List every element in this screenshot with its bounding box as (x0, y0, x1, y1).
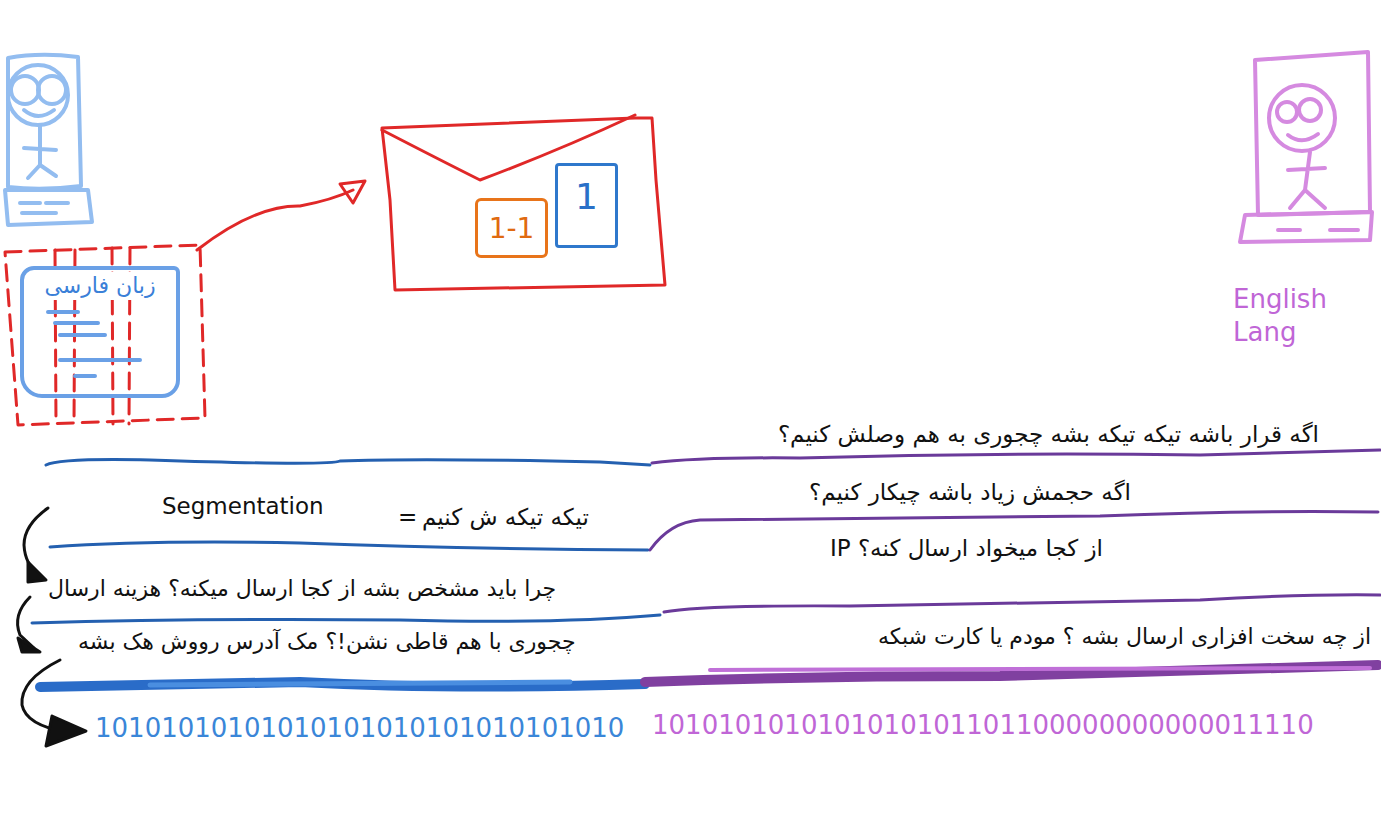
node-text: زبان فارسی (41, 272, 158, 300)
document-lines (48, 312, 140, 376)
question-text: از چه سخت افزاری ارسال بشه ؟ مودم یا کار… (878, 623, 1371, 651)
layer-lines-blue (32, 615, 660, 623)
physical-line (710, 668, 1370, 670)
sender-figure (8, 55, 81, 189)
question-text: اگه قرار باشه تیکه تیکه بشه چجوری به هم … (778, 420, 1319, 449)
sender-figure (5, 55, 92, 225)
flow-arrows (28, 562, 46, 582)
send-arrow (340, 181, 365, 203)
receiver-figure (1269, 85, 1335, 151)
receiver-figure (1288, 134, 1318, 140)
send-arrow (197, 181, 365, 250)
segment-marks (5, 245, 205, 425)
receiver-figure (1299, 99, 1321, 121)
physical-line (645, 665, 1378, 682)
flow-arrows (18, 508, 86, 746)
receiver-figure (1240, 52, 1372, 242)
equals-sign: = (398, 503, 417, 532)
document-lines (48, 312, 140, 376)
sender-figure (8, 65, 68, 125)
packet-box: 1 (555, 163, 618, 248)
layer-lines-purple (664, 595, 1380, 612)
receiver-figure (1278, 228, 1358, 232)
flow-arrows (18, 638, 40, 652)
receiver-figure (1255, 52, 1370, 215)
envelope (382, 118, 665, 290)
language-label: English Lang (1233, 283, 1353, 348)
node-text: 1-1 (489, 212, 535, 245)
segment-box: 1-1 (475, 198, 548, 258)
sender-figure (20, 203, 68, 213)
physical-line (150, 682, 570, 685)
sender-figure (24, 126, 56, 178)
layer-lines-blue (32, 460, 660, 623)
layer-lines-blue (46, 460, 650, 465)
node-text: 1 (575, 176, 598, 217)
document-box: زبان فارسی (20, 266, 180, 398)
binary-stream: 1010101010101010101101100000000000011110 (652, 709, 1314, 742)
receiver-figure (1288, 152, 1325, 208)
question-text: از کجا میخواد ارسال کنه؟ IP (830, 534, 1103, 563)
send-arrow (197, 190, 353, 250)
sender-figure (24, 110, 54, 116)
layer-lines-purple (650, 450, 1380, 612)
layer-lines-blue (50, 542, 648, 550)
envelope (382, 115, 665, 290)
sender-figure (5, 190, 92, 225)
binary-stream: 10101010101010101010101010101010 (95, 712, 624, 745)
receiver-figure (1240, 212, 1372, 242)
question-text: اگه حجمش زیاد باشه چیکار کنیم؟ (809, 478, 1131, 507)
sender-figure (38, 76, 66, 104)
definition-text: تیکه تیکه ش کنیم (422, 503, 589, 532)
physical-line (40, 682, 645, 687)
question-text: چرا باید مشخص بشه از کجا ارسال میکنه؟ هز… (48, 575, 556, 603)
flow-arrows (46, 716, 86, 746)
term-text: Segmentation (162, 492, 324, 521)
receiver-figure (1277, 102, 1297, 122)
sender-figure (11, 76, 39, 104)
segment-marks (5, 245, 205, 425)
question-text: چجوری با هم قاطی نشن!؟ مک آدرس رووش هک ب… (78, 628, 576, 656)
physical-line (40, 665, 1378, 687)
layer-lines-purple (652, 450, 1380, 463)
